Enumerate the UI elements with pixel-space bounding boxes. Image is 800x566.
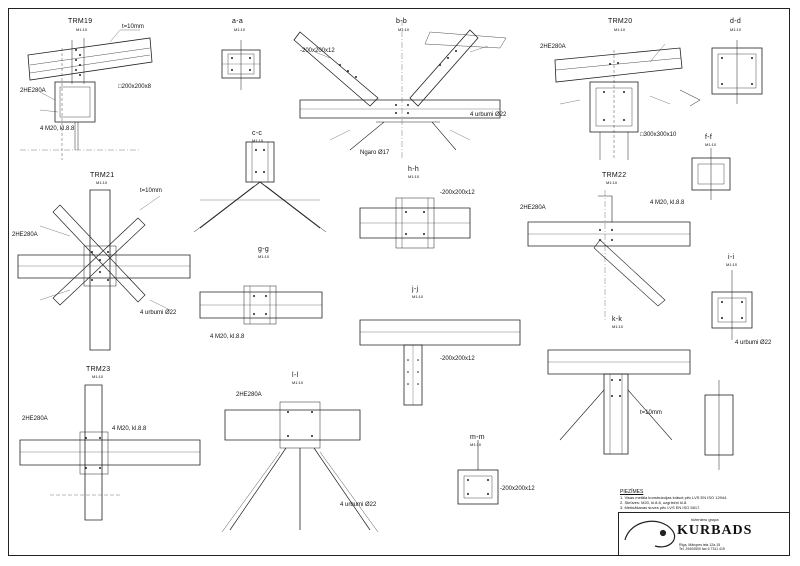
detail-trm20: [554, 43, 701, 160]
detail-bb: [293, 20, 507, 160]
scale-trm23: M1:10: [92, 374, 104, 379]
scale-gg: M1:10: [258, 254, 270, 259]
title-block: inženieru grupa KURBADS Rīga, Mārupes ie…: [618, 512, 790, 556]
company-address: Rīga, Mārupes iela 12a-15 Tel. 29400500 …: [679, 543, 725, 551]
title-aa: a-a: [232, 18, 244, 25]
title-cc: c-c: [252, 130, 263, 137]
callout-label: 4 urbumi Ø22: [470, 112, 507, 118]
detail-hh: [359, 197, 471, 249]
title-jj: j-j: [412, 286, 419, 293]
detail-gg: [199, 285, 323, 325]
detail-ll: [221, 401, 379, 533]
scale-ff: M1:10: [705, 142, 717, 147]
callout-label: 4 urbumi Ø22: [735, 340, 772, 346]
callout-label: 2HE280A: [12, 232, 38, 238]
detail-ii: [711, 270, 753, 340]
note-item: 1. Visas metāla konstrukcijas krāsot pēc…: [620, 495, 728, 500]
detail-trm23: [19, 384, 201, 521]
callout-label: 2HE280A: [236, 392, 262, 398]
title-trm19: TRM19: [68, 18, 93, 25]
title-trm23: TRM23: [86, 366, 111, 373]
scale-mm: M1:10: [470, 442, 482, 447]
title-mm: m-m: [470, 434, 485, 441]
detail-trm19: [20, 29, 153, 160]
title-ll: l-l: [292, 372, 299, 379]
detail-ff: [691, 148, 731, 200]
callout-label: 4 M20, kl.8.8: [650, 200, 685, 206]
callout-label: -200x200x12: [300, 48, 335, 54]
detail-cc: [193, 141, 327, 233]
notes-block: PIEZĪMES 1. Visas metāla konstrukcijas k…: [620, 489, 785, 511]
title-trm20: TRM20: [608, 18, 633, 25]
detail-mm: [457, 440, 499, 505]
drawing-frame: [8, 8, 790, 556]
contact-line: Tel. 29400500 fax 6 7311 415: [679, 547, 725, 551]
callout-label: 2HE280A: [20, 88, 46, 94]
callout-label: 4 M20, kl.8.8: [112, 426, 147, 432]
callout-label: □300x300x10: [640, 132, 677, 138]
title-gg: g-g: [258, 246, 270, 253]
scale-trm22: M1:10: [606, 180, 618, 185]
callout-label: 4 M20, kl.8.8: [40, 126, 75, 132]
callout-label: 2HE280A: [22, 416, 48, 422]
note-item: 2. Skrūves: M20, kl.8.8, uzgriežņi kl.8.: [620, 500, 688, 505]
callout-label: □200x200x8: [118, 84, 151, 90]
callout-label: 4 M20, kl.8.8: [210, 334, 245, 340]
scale-jj: M1:10: [412, 294, 424, 299]
scale-ll: M1:10: [292, 380, 304, 385]
callout-label: Ngaro Ø17: [360, 150, 390, 156]
callout-label: t=10mm: [640, 410, 662, 416]
scale-hh: M1:10: [408, 174, 420, 179]
title-dd: d-d: [730, 18, 742, 25]
title-trm21: TRM21: [90, 172, 115, 179]
detail-aa: [221, 40, 261, 90]
scale-trm20: M1:10: [614, 27, 626, 32]
scale-bb: M1:10: [398, 27, 410, 32]
title-trm22: TRM22: [602, 172, 627, 179]
logo-mark: [624, 520, 676, 548]
callout-label: 4 urbumi Ø22: [140, 310, 177, 316]
company-subtitle: inženieru grupa: [691, 517, 719, 522]
detail-kk: [547, 349, 691, 455]
callout-label: 2HE280A: [540, 44, 566, 50]
detail-trm22: [527, 190, 691, 320]
title-ff: f-f: [705, 134, 713, 141]
callout-label: -200x200x12: [440, 356, 475, 362]
scale-dd: M1:10: [730, 27, 742, 32]
detail-small-right: [704, 380, 734, 470]
note-item: 3. Metināšanas šuves pēc LVS EN ISO 5817…: [620, 505, 701, 510]
company-brand: KURBADS: [677, 523, 753, 538]
detail-trm21: [17, 189, 191, 351]
scale-trm21: M1:10: [96, 180, 108, 185]
title-hh: h-h: [408, 166, 420, 173]
title-bb: b-b: [396, 18, 408, 25]
scale-kk: M1:10: [612, 324, 624, 329]
scale-cc: M1:10: [252, 138, 264, 143]
callout-label: 2HE280A: [520, 205, 546, 211]
address-line: Rīga, Mārupes iela 12a-15: [679, 543, 721, 547]
scale-trm19: M1:10: [76, 27, 88, 32]
notes-heading: PIEZĪMES: [620, 489, 644, 495]
callout-label: -200x200x12: [440, 190, 475, 196]
callout-label: t=10mm: [140, 188, 162, 194]
detail-jj: [359, 319, 521, 406]
scale-aa: M1:10: [234, 27, 246, 32]
callout-label: 4 urbumi Ø22: [340, 502, 377, 508]
detail-dd: [711, 40, 763, 104]
title-kk: k-k: [612, 316, 623, 323]
callout-label: t=10mm: [122, 24, 144, 30]
scale-ii: M1:10: [726, 262, 738, 267]
callout-label: -200x200x12: [500, 486, 535, 492]
title-ii: i-i: [728, 254, 735, 261]
